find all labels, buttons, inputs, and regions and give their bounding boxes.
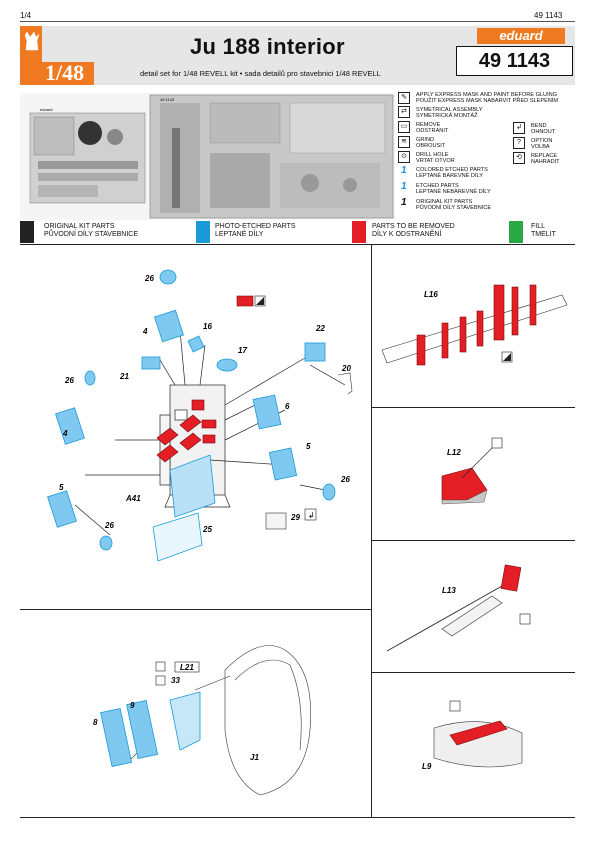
label-21: 21: [119, 372, 129, 381]
cockpit-sidewall-diagram: L21 33 9 8 J1: [93, 645, 311, 796]
label-20: 20: [341, 364, 351, 373]
product-code: 49 1143: [456, 46, 573, 76]
replace-icon: ⟲: [513, 152, 525, 164]
drill-icon: ⊙: [398, 151, 410, 163]
scale-label: 1/48: [45, 60, 85, 85]
panel-l12: L12: [441, 437, 503, 505]
panel-l13: L13: [386, 564, 531, 652]
panel-bottom-rule: [20, 817, 575, 818]
etched-icon: 1: [401, 181, 407, 192]
colored-etched-icon: 1: [401, 165, 407, 176]
legend-text-kit: ORIGINAL KIT PARTS PŮVODNÍ DÍLY STAVEBNI…: [416, 199, 492, 212]
bend-step-icon-2: [155, 675, 166, 686]
label-l16: L16: [424, 290, 438, 299]
panel-vertical-divider: [371, 244, 372, 818]
panel-left-divider: [20, 609, 372, 610]
label-4a: 4: [142, 327, 148, 336]
legend-text-drill: DRILL HOLE VRTAT OTVOR: [416, 152, 455, 165]
bend-icon: ↲: [513, 122, 525, 134]
label-l21: L21: [180, 663, 194, 672]
photo-etched-fret: eduard 49 1143: [29, 94, 394, 219]
option-step-icon: [155, 661, 166, 672]
label-25: 25: [202, 525, 212, 534]
eduard-mascot-icon: [24, 31, 40, 51]
bar-label-etched: PHOTO-ETCHED PARTS LEPTANÉ DÍLY: [215, 223, 296, 238]
panel-l9: L9: [422, 700, 523, 771]
label-26b: 26: [64, 376, 74, 385]
panel-right-divider-1: [372, 407, 575, 408]
label-22: 22: [315, 324, 325, 333]
mask-paint-icon: ✎: [398, 92, 410, 104]
label-5a: 5: [306, 442, 311, 451]
label-6: 6: [285, 402, 290, 411]
fret-illustration: eduard 49 1143: [20, 93, 395, 220]
label-26a: 26: [144, 274, 154, 283]
page-number: 1/4: [20, 11, 32, 20]
label-a41: A41: [125, 494, 141, 503]
label-l13: L13: [442, 586, 456, 595]
option-icon: ?: [513, 137, 525, 149]
legend-text-symmetrical: SYMETRICAL ASSEMBLY SYMETRICKÁ MONTÁŽ: [416, 107, 483, 120]
label-8: 8: [93, 718, 98, 727]
label-l9: L9: [422, 762, 432, 771]
label-16: 16: [203, 322, 212, 331]
bar-label-kit: ORIGINAL KIT PARTS PŮVODNÍ DÍLY STAVEBNI…: [44, 223, 139, 238]
kit-parts-icon: 1: [401, 197, 407, 208]
legend-text-colored: COLORED ETCHED PARTS LEPTANÉ BAREVNÉ DÍL…: [416, 167, 488, 180]
label-33: 33: [171, 676, 180, 685]
label-29: 29: [290, 513, 300, 522]
page-title: Ju 188 interior: [190, 34, 345, 59]
swatch-etched: [196, 221, 210, 243]
remove-step-icon: [491, 437, 503, 449]
remove-step-icon-3: [449, 700, 461, 712]
legend-text-mask: APPLY EXPRESS MASK AND PAINT BEFORE GLUI…: [416, 92, 559, 105]
legend: ✎ APPLY EXPRESS MASK AND PAINT BEFORE GL…: [397, 91, 575, 219]
svg-text:↲: ↲: [308, 511, 315, 520]
symmetrical-icon: ⇄: [398, 106, 410, 118]
label-j1: J1: [250, 753, 259, 762]
label-26c: 26: [340, 475, 350, 484]
remove-step-icon-2: [519, 613, 531, 625]
remove-icon: ▭: [398, 121, 410, 133]
swatch-fill: [509, 221, 523, 243]
brand-logo: eduard: [477, 28, 565, 44]
swatch-kit-parts: [20, 221, 34, 243]
panel-top-rule: [20, 244, 575, 245]
label-l12: L12: [447, 448, 461, 457]
legend-text-bend: BEND OHNOUT: [531, 123, 556, 136]
label-17: 17: [238, 346, 247, 355]
panel-right-divider-2: [372, 540, 575, 541]
legend-text-remove: REMOVE ODSTRANIT: [416, 122, 449, 135]
legend-text-option: OPTION VOLBA: [531, 138, 553, 151]
legend-text-replace: REPLACE NAHRADIT: [531, 153, 560, 166]
fret-brand: eduard: [40, 107, 52, 112]
bar-label-remove: PARTS TO BE REMOVED DÍLY K ODSTRANĚNÍ: [372, 223, 455, 238]
header-code-small: 49 1143: [534, 11, 563, 20]
bar-label-fill: FILL TMELIT: [531, 223, 556, 238]
grind-icon: ≋: [398, 136, 410, 148]
bend-step-icon: [304, 508, 317, 521]
top-rule: [20, 21, 575, 22]
panel-right-divider-3: [372, 672, 575, 673]
label-9: 9: [130, 701, 135, 710]
legend-text-etched: ETCHED PARTS LEPTANÉ NEBAREVNÉ DÍLY: [416, 183, 491, 196]
legend-text-grind: GRIND OBROUSIT: [416, 137, 446, 150]
label-4b: 4: [62, 429, 68, 438]
swatch-remove: [352, 221, 366, 243]
main-assembly-diagram: ↲ 26 4 16 17 22 20 21 26 4 6 5 26 5 A41 …: [47, 269, 353, 562]
kit-part-box: [174, 661, 200, 673]
label-26d: 26: [104, 521, 114, 530]
scale-box: [42, 62, 94, 85]
page-subtitle: detail set for 1/48 REVELL kit • sada de…: [140, 69, 381, 78]
label-5b: 5: [59, 483, 64, 492]
panel-l16: L16: [381, 284, 568, 366]
fret-code: 49 1143: [160, 97, 175, 102]
